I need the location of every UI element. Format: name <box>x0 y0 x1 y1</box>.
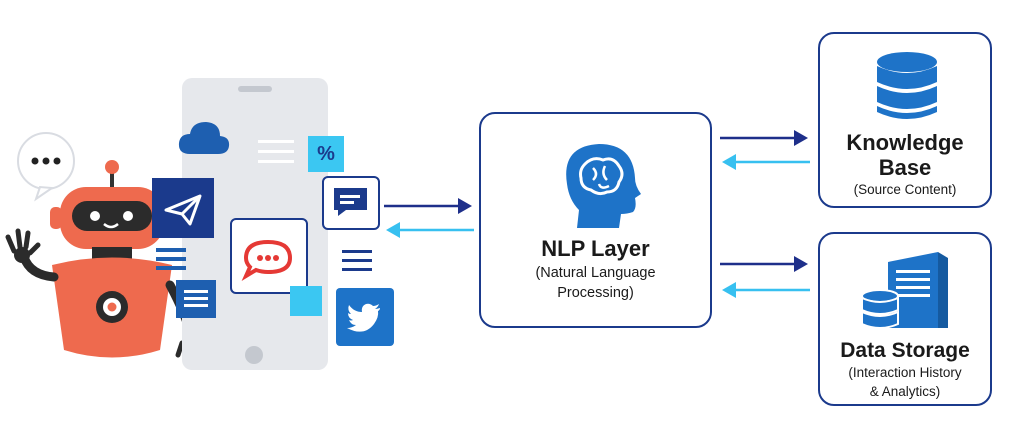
nlp-subtitle-line2: Processing) <box>557 285 634 301</box>
brain-head-icon <box>566 144 641 228</box>
knowledge-title-line2: Base <box>878 155 932 180</box>
data-storage-box: Data Storage (Interaction History & Anal… <box>818 232 992 406</box>
document-icon <box>176 280 216 318</box>
nlp-subtitle-line1: (Natural Language <box>535 265 656 281</box>
accent-square <box>290 286 322 316</box>
twitter-icon <box>336 288 394 346</box>
arrow-left-icon <box>386 222 400 238</box>
percent-icon: % <box>308 136 344 172</box>
storage-title: Data Storage <box>840 339 970 362</box>
nlp-layer-box: NLP Layer (Natural Language Processing) <box>479 112 712 328</box>
storage-subtitle-line2: & Analytics) <box>869 384 941 399</box>
list-icon <box>154 244 188 274</box>
storage-subtitle-line1: (Interaction History <box>848 365 962 380</box>
list-icon-right <box>340 244 374 278</box>
nlp-title: NLP Layer <box>541 236 650 261</box>
send-icon <box>152 178 214 238</box>
ellipsis-speech-icon <box>17 132 75 202</box>
knowledge-subtitle: (Source Content) <box>853 182 957 197</box>
database-icon <box>877 52 937 119</box>
knowledge-title-line1: Knowledge <box>846 130 964 155</box>
phone-nlp-arrows <box>384 198 474 238</box>
server-icon <box>861 252 948 329</box>
message-bubble-icon <box>230 218 308 294</box>
cloud-icon <box>176 118 232 158</box>
phone-home-button <box>245 346 263 364</box>
nlp-knowledge-arrows <box>720 130 810 170</box>
chat-icon <box>322 176 380 230</box>
percent-symbol: % <box>317 143 335 165</box>
knowledge-base-box: Knowledge Base (Source Content) <box>818 32 992 208</box>
nlp-storage-arrows <box>720 256 810 298</box>
arrow-right-icon <box>458 198 472 214</box>
phone-speaker <box>238 86 272 92</box>
